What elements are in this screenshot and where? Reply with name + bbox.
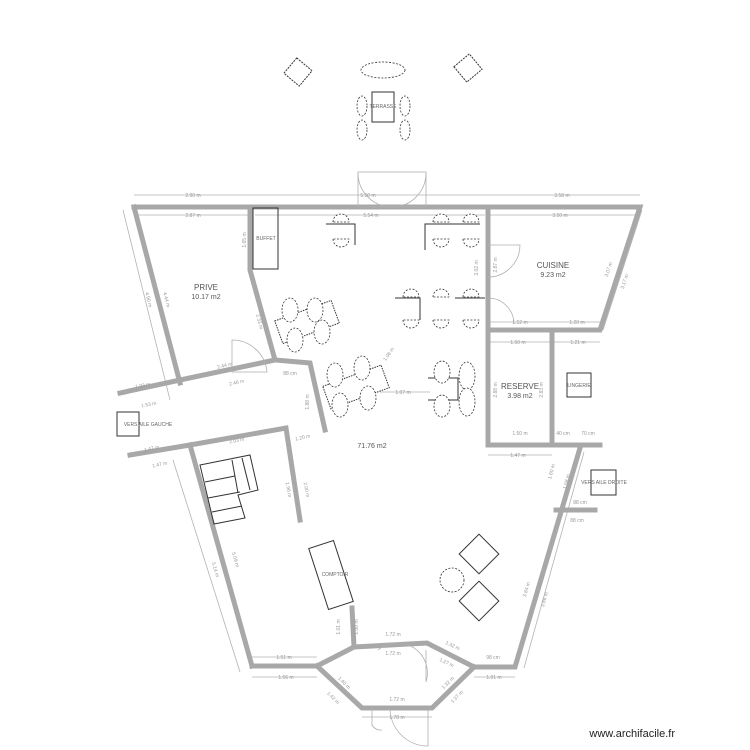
dim-label: 3.07 m [604,261,614,277]
comptoir [308,539,354,611]
dim-label: 2.44 m [217,361,233,370]
dim-label: 1.20 m [295,433,311,442]
dim-label: 1.07 m [395,390,410,396]
dim-label: 98 cm [486,655,500,661]
dim-label: 5.09 m [230,552,240,568]
vers-aile-droite-label: VERS AILE DROITE [581,480,628,486]
armchair [458,580,500,622]
dim-label: 2.88 m [493,382,499,397]
dim-label: 1.52 m [512,320,527,326]
door-prive [231,339,268,373]
dim-label: 1.01 m [486,675,501,681]
dim-label: 88 cm [573,500,587,506]
dim-label: 40 cm [556,431,570,437]
door-bottom [371,707,429,747]
entrance-door-top [357,171,427,208]
dim-label: 3.86 m [540,592,550,608]
dim-label: 1.93 m [135,382,151,391]
vers-aile-droite-box [590,469,617,496]
dim-label: 5.14 m [210,562,220,578]
lingerie-box [566,372,592,398]
dim-label: 2.46 m [229,378,245,387]
dim-label: 2.00 m [302,482,311,498]
buffet [252,207,279,270]
dim-label: 1.20 m [569,320,584,326]
dim-label: 1.00 m [354,619,360,634]
dim-label: 5.50 m [360,193,375,199]
terrasse-table [371,91,395,123]
dim-label: 1.50 m [510,340,525,346]
dim-label: 2.90 m [185,193,200,199]
room-prive-name: PRIVE [194,283,218,292]
dim-label: 1.42 m [325,691,340,706]
comptoir-label: COMPTOIR [322,572,349,578]
dim-label: 3.84 m [522,582,532,598]
dim-label: 1.01 m [336,619,342,634]
dim-label: 2.87 m [185,213,200,219]
dim-label: 1.88 m [305,394,311,409]
dim-label: 4.90 m [143,292,153,308]
armchair [458,533,500,575]
dim-label: 1.53 m [141,401,157,410]
dim-label: 3.50 m [552,213,567,219]
dim-label: 2.03 m [229,437,245,446]
dim-label: 1.51 m [276,655,291,661]
dim-label: 1.47 m [144,444,160,453]
room-salle-area: 71.76 m2 [357,443,386,450]
room-reserve-name: RESERVE [501,382,539,391]
dim-label: 1.72 m [385,651,400,657]
dim-label: 1.60 m [547,464,557,480]
dim-label: 1.47 m [510,453,525,459]
dim-label: 1.56 m [278,675,293,681]
room-prive-area: 10.17 m2 [191,294,220,301]
dim-label: 70 cm [581,431,595,437]
door-reserve [487,297,515,325]
doors [231,171,521,747]
terrasse-label: TERRASSE [370,104,398,110]
dim-label: 4.44 m [161,292,171,308]
round-table [439,567,465,593]
buffet-label: BUFFET [256,236,275,242]
door-bay [377,642,428,683]
dim-label: 1.72 m [385,632,400,638]
room-cuisine-area: 9.23 m2 [540,272,565,279]
furniture: BUFFET TERRASSE [116,53,628,622]
dim-label: 2.83 m [539,382,545,397]
staircase [199,454,259,525]
dim-label: 1.27 m [438,657,454,669]
dim-label: 5.54 m [363,213,378,219]
room-cuisine-name: CUISINE [537,261,569,270]
watermark: www.archifacile.fr [589,728,675,740]
dimension-lines [122,194,643,718]
door-cuisine [487,244,521,278]
dimension-labels: 2.90 m 5.50 m 3.58 m 2.87 m 5.54 m 3.50 … [135,193,630,721]
dim-label: 3.02 m [474,260,480,275]
dim-label: 1.32 m [444,640,460,652]
dim-label: 1.78 m [389,715,404,721]
dim-label: 1.96 m [284,482,293,498]
dim-label: 3.17 m [620,273,630,289]
vers-aile-gauche-label: VERS AILE GAUCHE [124,422,173,428]
dim-label: 2.87 m [493,257,499,272]
dim-label: 1.37 m [450,690,465,705]
dim-label: 1.72 m [389,697,404,703]
dim-label: 88 cm [283,371,297,377]
dim-label: 2.33 m [254,314,264,330]
vers-aile-gauche-box [116,411,140,437]
lingerie-label: LINGERIE [567,383,591,389]
dim-label: 1.47 m [152,460,168,469]
room-reserve-area: 3.98 m2 [507,393,532,400]
dim-label: 1.58 m [562,474,572,490]
dim-label: 1.06 m [382,346,396,362]
dim-label: 1.21 m [570,340,585,346]
dim-label: 88 cm [570,518,584,524]
dim-label: 3.58 m [554,193,569,199]
dim-label: 1.50 m [512,431,527,437]
dim-label: 1.65 m [242,232,248,247]
